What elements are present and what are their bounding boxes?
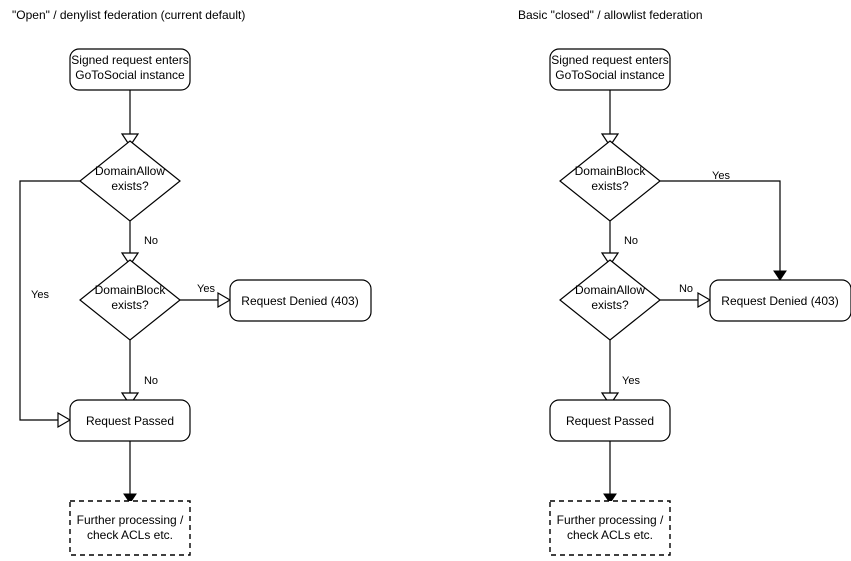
node-start-left-line2: GoToSocial instance [75,68,185,82]
node-start-left-line1: Signed request enters [71,53,188,67]
edge-label-domainallow-yes-left: Yes [31,289,49,301]
node-further-processing-right-shape [549,500,671,556]
edge-start-to-domainallow-left [120,90,140,148]
edge-label-domainallow-no-right: No [679,283,693,295]
chart-title-closed-allowlist: Basic "closed" / allowlist federation [518,8,703,22]
node-decision-domainblock-left[interactable]: DomainBlock exists? [79,259,181,341]
arrowhead-filled-icon [773,270,787,281]
arrowhead-open-icon [217,291,232,309]
node-start-left[interactable]: Signed request enters GoToSocial instanc… [69,48,191,91]
node-start-right-line2: GoToSocial instance [555,68,665,82]
node-decision-domainblock-left-line2: exists? [111,298,149,312]
arrowhead-filled-icon [603,493,617,504]
edge-passed-to-further-left [123,441,137,504]
node-further-processing-right-line2: check ACLs etc. [567,528,653,542]
node-decision-domainallow-left[interactable]: DomainAllow exists? [79,140,181,222]
arrowhead-filled-icon [123,493,137,504]
edge-domainblock-no-left: No [120,340,158,407]
node-decision-domainallow-right-line1: DomainAllow [575,283,645,297]
node-decision-domainblock-right-line2: exists? [591,179,629,193]
arrowhead-open-icon [600,133,620,148]
edge-domainblock-yes-right: Yes [660,170,787,281]
node-request-denied-right[interactable]: Request Denied (403) [709,279,851,322]
node-decision-domainallow-right[interactable]: DomainAllow exists? [559,259,661,341]
node-request-passed-right-label: Request Passed [566,414,654,428]
edge-domainallow-yes-left: Yes [19,180,80,429]
node-request-denied-left[interactable]: Request Denied (403) [229,279,372,322]
node-further-processing-right[interactable]: Further processing / check ACLs etc. [549,500,671,556]
node-start-right[interactable]: Signed request enters GoToSocial instanc… [549,48,671,91]
edge-label-domainblock-yes-right: Yes [712,170,730,182]
node-request-passed-right[interactable]: Request Passed [549,399,671,442]
node-request-denied-right-label: Request Denied (403) [721,294,838,308]
node-request-passed-left-label: Request Passed [86,414,174,428]
edge-label-domainallow-no-left: No [144,235,158,247]
edge-label-domainblock-yes-left: Yes [197,283,215,295]
edge-domainallow-no-right: No [660,283,712,309]
edge-label-domainallow-yes-right: Yes [622,375,640,387]
edge-label-domainblock-no-right: No [624,235,638,247]
edge-domainblock-no-right: No [600,221,638,267]
arrowhead-open-icon [600,392,620,407]
node-decision-domainallow-right-line2: exists? [591,298,629,312]
edge-passed-to-further-right [603,441,617,504]
chart-open-denylist: "Open" / denylist federation (current de… [12,8,372,556]
edge-domainblock-yes-left: Yes [180,283,232,309]
node-further-processing-left-line1: Further processing / [77,513,184,527]
node-request-denied-right-shape [709,279,851,322]
arrowhead-open-icon [57,411,72,429]
node-further-processing-left-line2: check ACLs etc. [87,528,173,542]
edge-domainallow-no-left: No [120,221,158,267]
node-further-processing-left[interactable]: Further processing / check ACLs etc. [69,500,191,556]
arrowhead-open-icon [120,392,140,407]
node-request-denied-left-label: Request Denied (403) [241,294,358,308]
node-decision-domainblock-left-line1: DomainBlock [95,283,167,297]
arrowhead-open-icon [120,252,140,267]
edge-domainallow-yes-right: Yes [600,340,640,407]
node-decision-domainallow-left-line2: exists? [111,179,149,193]
arrowhead-open-icon [120,133,140,148]
node-decision-domainallow-left-line1: DomainAllow [95,164,165,178]
node-further-processing-right-line1: Further processing / [557,513,664,527]
chart-title-open-denylist: "Open" / denylist federation (current de… [12,8,245,22]
arrowhead-open-icon [600,252,620,267]
node-further-processing-left-shape [69,500,191,556]
edge-label-domainblock-no-left: No [144,375,158,387]
arrowhead-open-icon [697,291,712,309]
node-request-passed-left[interactable]: Request Passed [69,399,191,442]
chart-closed-allowlist: Basic "closed" / allowlist federation Si… [518,8,851,556]
edge-start-to-domainblock-right [600,90,620,148]
node-request-denied-left-shape [229,279,372,322]
node-decision-domainblock-right[interactable]: DomainBlock exists? [559,140,661,222]
node-start-right-line1: Signed request enters [551,53,668,67]
node-decision-domainblock-right-line1: DomainBlock [575,164,647,178]
